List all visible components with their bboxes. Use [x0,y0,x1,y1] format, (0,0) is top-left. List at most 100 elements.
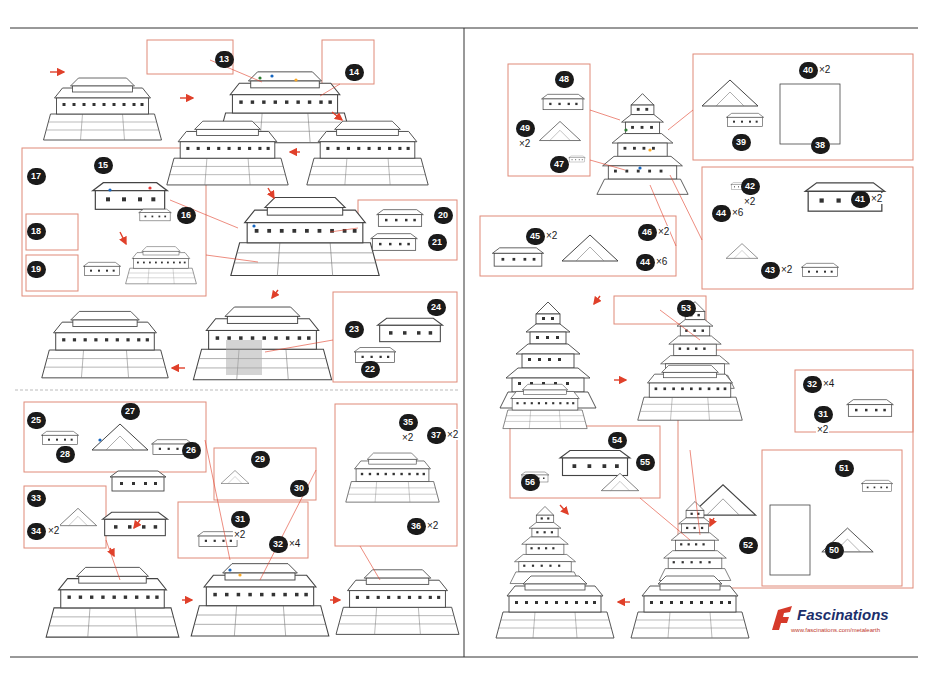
callout-number: 23 [345,321,364,338]
callout-text: 36 [411,521,421,531]
multiplier: ×2 [518,138,531,149]
callout-number: 53 [677,300,696,317]
multiplier: ×2 [446,429,459,440]
callout-text: 41 [855,194,865,204]
callout-text: 24 [431,302,441,312]
callout-number: 54 [608,432,627,449]
callout-text: 43 [765,265,775,275]
callout-number: 32 [269,536,288,553]
callout-number: 30 [290,480,309,497]
multiplier: ×2 [545,230,558,241]
callout-text: 56 [525,477,535,487]
callout-number: 29 [251,451,270,468]
callout-text: 53 [681,303,691,313]
multiplier: ×2 [818,64,831,75]
multiplier: ×2 [426,520,439,531]
callout-number: 41 [851,191,870,208]
callout-number: 56 [521,474,540,491]
callout-text: 19 [31,264,41,274]
callout-text: 39 [736,137,746,147]
callout-text: 27 [125,406,135,416]
callout-number: 27 [121,403,140,420]
callout-number: 21 [428,234,447,251]
callout-number: 25 [27,412,46,429]
callout-number: 48 [555,71,574,88]
multiplier: ×2 [780,264,793,275]
callout-text: 32 [807,379,817,389]
callout-number: 51 [835,460,854,477]
callout-number: 42 [741,178,760,195]
callout-number: 14 [345,64,364,81]
callout-number: 33 [27,490,46,507]
callout-text: 49 [520,123,530,133]
callout-text: 47 [554,159,564,169]
callout-number: 46 [638,224,657,241]
callout-text: 52 [743,540,753,550]
callout-number: 28 [56,446,75,463]
callout-text: 26 [186,445,196,455]
multiplier: ×2 [870,193,883,204]
callout-text: 51 [839,463,849,473]
callout-number: 35 [399,414,418,431]
callout-text: 29 [255,454,265,464]
callout-number: 31 [814,406,833,423]
callout-text: 38 [815,140,825,150]
callout-number: 37 [427,427,446,444]
callout-number: 47 [550,156,569,173]
multiplier: ×2 [657,226,670,237]
callout-number: 13 [215,51,234,68]
multiplier: ×4 [822,378,835,389]
callout-number: 34 [27,523,46,540]
callout-text: 42 [745,181,755,191]
multiplier: ×2 [233,529,246,540]
callout-text: 15 [98,160,108,170]
callout-text: 54 [612,435,622,445]
multiplier: ×4 [288,538,301,549]
callout-number: 40 [799,62,818,79]
callout-text: 22 [365,364,375,374]
multiplier: ×6 [731,207,744,218]
callout-text: 33 [31,493,41,503]
callout-text: 46 [642,227,652,237]
callout-number: 39 [732,134,751,151]
callout-text: 50 [829,545,839,555]
callout-number: 49 [516,120,535,137]
callout-text: 31 [235,514,245,524]
callout-number: 24 [427,299,446,316]
callout-number: 45 [526,228,545,245]
callout-number: 43 [761,262,780,279]
callout-text: 35 [403,417,413,427]
callout-text: 23 [349,324,359,334]
callout-text: 32 [273,539,283,549]
multiplier: ×6 [655,256,668,267]
callout-number: 44 [712,205,731,222]
callout-number: 26 [182,442,201,459]
callout-number: 16 [177,207,196,224]
callout-text: 37 [431,430,441,440]
callout-text: 25 [31,415,41,425]
callout-text: 17 [31,171,41,181]
website: www.fascinations.com/metalearth [790,627,881,634]
callout-text: 44 [640,257,650,267]
callout-number: 19 [27,261,46,278]
callout-number: 52 [739,537,758,554]
callout-number: 18 [27,223,46,240]
callout-text: 20 [438,210,448,220]
callout-text: 18 [31,226,41,236]
callout-number: 17 [27,168,46,185]
callout-text: 16 [181,210,191,220]
callout-number: 32 [803,376,822,393]
callout-number: 36 [407,518,426,535]
callout-text: 34 [31,526,41,536]
callout-text: 30 [294,483,304,493]
callout-text: 14 [349,67,359,77]
callout-number: 38 [811,137,830,154]
multiplier: ×2 [47,525,60,536]
callout-number: 31 [231,511,250,528]
callout-text: 48 [559,74,569,84]
callout-text: 28 [60,449,70,459]
callout-number: 20 [434,207,453,224]
callout-text: 13 [219,54,229,64]
